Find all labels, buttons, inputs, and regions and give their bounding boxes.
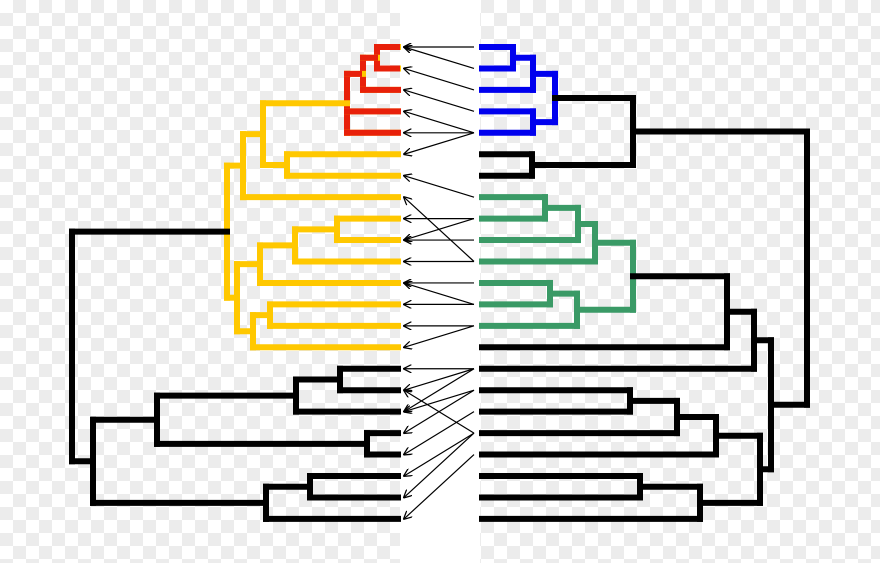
mapping-arrow: [404, 389, 475, 411]
mapping-arrow: [404, 176, 475, 198]
mapping-arrow: [404, 90, 475, 112]
mapping-arrow: [404, 197, 475, 262]
mapping-arrow: [404, 368, 475, 390]
mapping-arrow: [404, 283, 475, 305]
right-tree: [479, 44, 810, 522]
mapping-arrow: [404, 111, 475, 134]
center-gap-band: [400, 0, 480, 563]
mapping-arrow: [404, 432, 475, 476]
mapping-arrow: [404, 132, 475, 154]
mapping-arrow: [404, 68, 475, 91]
mapping-arrow: [404, 411, 475, 455]
mapping-arrow: [404, 325, 475, 347]
mapping-arrow: [404, 432, 475, 497]
mapping-arrow: [404, 390, 475, 434]
mapping-arrow: [404, 454, 475, 519]
mapping-arrow: [404, 47, 475, 70]
mapping-arrow: [404, 368, 475, 412]
left-tree: [69, 44, 401, 522]
leaf-mapping-arrows: [404, 47, 475, 519]
